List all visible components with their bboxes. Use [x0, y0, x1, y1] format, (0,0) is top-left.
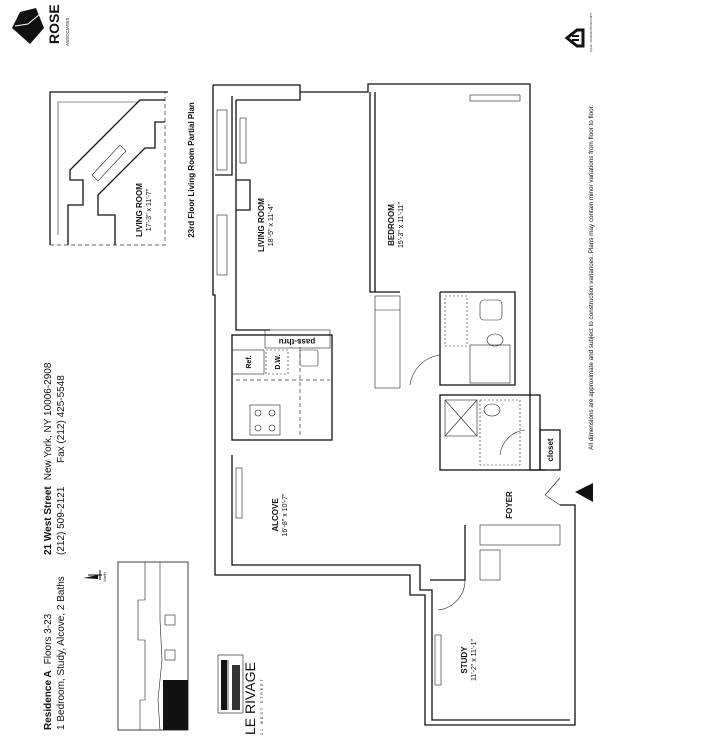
dw-label: D.W. [275, 354, 282, 369]
alcove-name: ALCOVE [271, 498, 280, 532]
residence-description: 1 Bedroom, Study, Alcove, 2 Baths [56, 576, 67, 730]
north-arrow-icon: North [83, 570, 107, 582]
north-label: North [102, 572, 107, 582]
bedroom-name: BEDROOM [387, 204, 396, 246]
partial-plan-title: 23rd Floor Living Room Partial Plan [187, 102, 196, 238]
address-line: 21 West Street New York, NY 10006-2908 [43, 362, 54, 555]
residence-line: Residence A Floors 3-23 [43, 613, 54, 730]
partial-room-name: LIVING ROOM [135, 183, 144, 237]
foyer-name: FOYER [505, 491, 514, 519]
ref-label: Ref. [246, 355, 253, 368]
residence-floors: Floors 3-23 [43, 613, 54, 664]
brand-sub: 21 WEST STREET [260, 677, 264, 735]
key-plan [117, 561, 189, 731]
brand-name: LE RIVAGE [242, 662, 258, 735]
alcove-dim: 16'-8" x 10'-7" [282, 493, 289, 537]
study-dim: 11'-2" x 11'-1" [471, 638, 478, 681]
logo-name: ROSE [46, 4, 62, 44]
rose-logo: ROSE ASSOCIATES [12, 4, 70, 46]
le-rivage-logo: LE RIVAGE 21 WEST STREET [217, 654, 264, 735]
address-city: New York, NY 10006-2908 [43, 362, 54, 480]
equal-housing-icon: EQUAL HOUSING OPPORTUNITY [564, 12, 593, 52]
pass-thru-label: pass-thru [279, 337, 316, 346]
fax: Fax (212) 425-5548 [56, 375, 67, 463]
disclaimer: All dimensions are approximate and subje… [588, 105, 595, 450]
living-room-name: LIVING ROOM [257, 198, 266, 252]
bedroom-dim: 15'-3" x 11'-11" [398, 202, 405, 248]
closet-label: closet [546, 438, 555, 461]
equal-housing-label: EQUAL HOUSING OPPORTUNITY [590, 12, 593, 52]
logo-sub: ASSOCIATES [65, 18, 70, 46]
address-street: 21 West Street [43, 486, 54, 555]
residence-name: Residence A [43, 670, 54, 730]
entry-arrow-icon [575, 483, 593, 502]
study-name: STUDY [460, 646, 469, 674]
partial-plan: LIVING ROOM 17'-3" x 11'-7" 23rd Floor L… [49, 91, 196, 246]
phone: (212) 509-2121 [56, 486, 67, 555]
main-plan: closet pass-thru Ref. D.W. LIVING ROOM 1… [212, 83, 593, 726]
living-room-dim: 18'-5" x 11'-4" [268, 203, 275, 246]
partial-room-dim: 17'-3" x 11'-7" [146, 188, 153, 231]
